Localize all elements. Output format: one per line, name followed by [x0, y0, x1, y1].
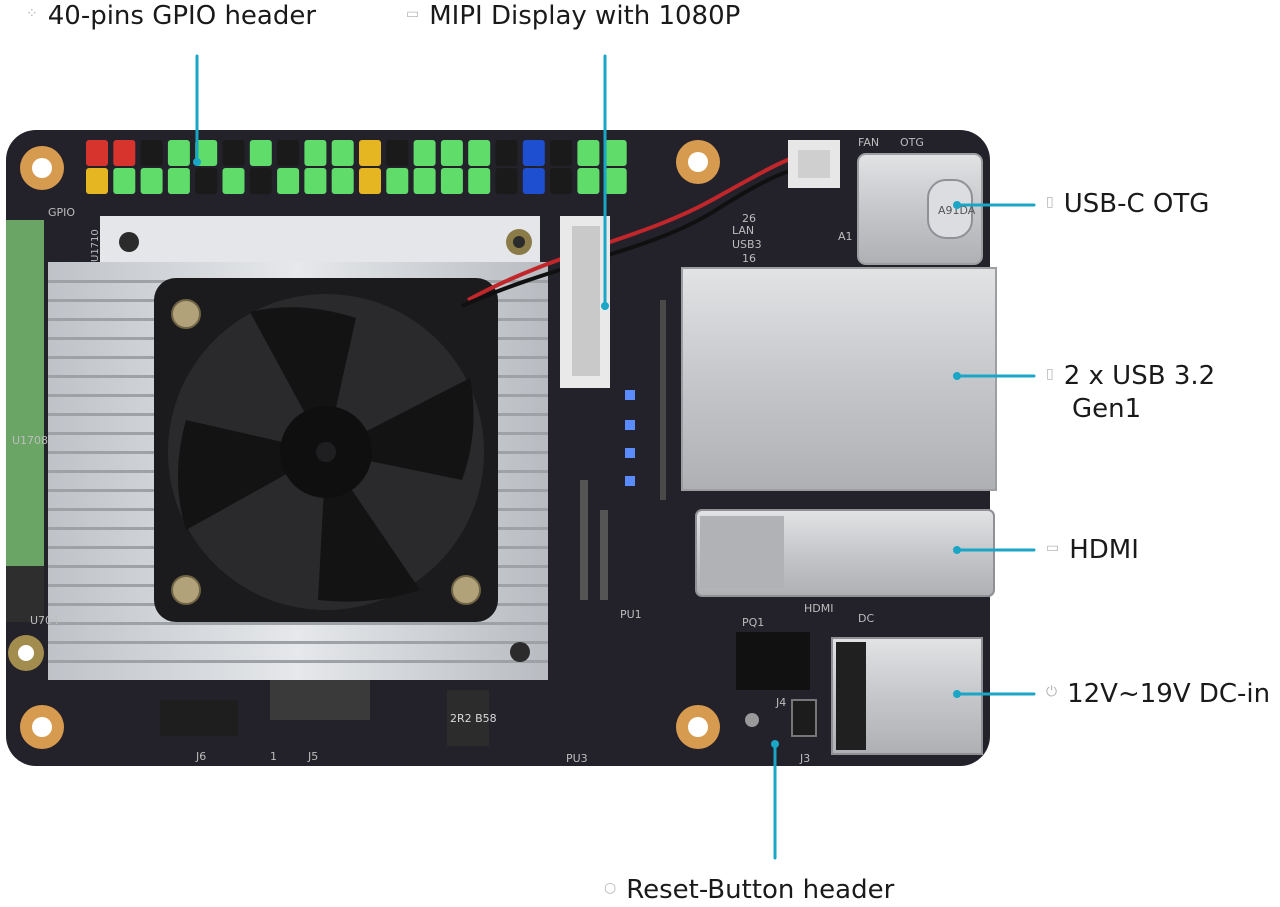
- reset-header-pins: [745, 699, 817, 737]
- label-reset: ○Reset-Button header: [604, 874, 894, 907]
- gpio-pin: [195, 168, 218, 194]
- silk-u704: U704: [30, 614, 59, 627]
- gpio-pin: [468, 140, 491, 166]
- label-gpio: ⁘40-pins GPIO header: [26, 0, 316, 33]
- gpio-pin: [522, 168, 545, 194]
- gpio-pin: [331, 140, 354, 166]
- silk-inductor: 2R2 B58: [450, 712, 497, 725]
- gpio-pin: [577, 168, 600, 194]
- gpio-pin: [167, 140, 190, 166]
- gpio-pin: [167, 168, 190, 194]
- label-usb32: ▯2 x USB 3.2 Gen1: [1046, 360, 1215, 425]
- gpio-pin: [440, 168, 463, 194]
- silk-usbc-mark: A91DA: [938, 204, 976, 217]
- gpio-pin-header: [86, 140, 627, 194]
- gpio-pin: [359, 140, 381, 166]
- monitor-icon: ▭: [1046, 539, 1060, 556]
- gpio-pin: [113, 168, 136, 194]
- gpio-pin: [304, 168, 327, 194]
- gpio-pin: [331, 168, 354, 194]
- gpio-pin: [522, 140, 545, 166]
- silk-pq1: PQ1: [742, 616, 764, 629]
- gpio-pin: [604, 168, 627, 194]
- label-dc: ⏻12V~19V DC-in: [1046, 678, 1270, 711]
- silk-pu3: PU3: [566, 752, 588, 765]
- silk-u1708: U1708: [12, 434, 48, 447]
- display-icon: ▭: [406, 5, 420, 22]
- silk-dc: DC: [858, 612, 874, 625]
- heatsink-fin: [48, 660, 548, 663]
- label-hdmi: ▭HDMI: [1046, 534, 1139, 567]
- gpio-pin: [249, 168, 272, 194]
- gpio-pin: [249, 140, 272, 166]
- gpio-pin: [222, 168, 245, 194]
- cooling-fan: [154, 278, 498, 622]
- gpio-pin: [577, 140, 600, 166]
- silk-fan: FAN: [858, 136, 879, 149]
- gpio-pin: [495, 140, 518, 166]
- gpio-pin: [304, 140, 327, 166]
- gpio-pin: [495, 168, 518, 194]
- silk-a1: A1: [838, 230, 853, 243]
- silk-j5: J5: [307, 750, 318, 763]
- gpio-pin: [386, 140, 409, 166]
- usb-icon: ▯: [1046, 193, 1054, 210]
- gpio-pin: [604, 140, 627, 166]
- silk-pu1: PU1: [620, 608, 642, 621]
- mounting-holes: [8, 140, 720, 749]
- gpio-pin: [550, 140, 573, 166]
- usb32-ports: [681, 267, 997, 491]
- gpio-pin: [440, 140, 463, 166]
- gpio-pin: [386, 168, 409, 194]
- gpio-pin: [222, 140, 245, 166]
- silk-j3: J3: [799, 752, 810, 765]
- silk-hdmi: HDMI: [804, 602, 833, 615]
- gpio-pin: [140, 140, 163, 166]
- power-plug-icon: ⏻: [1046, 683, 1058, 700]
- heatsink-fin: [48, 622, 548, 625]
- gpio-pin: [277, 168, 300, 194]
- silk-gpio: GPIO: [48, 206, 75, 219]
- gpio-pin: [550, 168, 573, 194]
- gpio-pin: [140, 168, 163, 194]
- gpio-pin: [113, 140, 136, 166]
- grid-dots-icon: ⁘: [26, 5, 38, 22]
- silk-one: 1: [270, 750, 277, 763]
- smd-components: [160, 300, 810, 746]
- silk-u1710: U1710: [90, 229, 101, 262]
- circle-icon: ○: [604, 879, 617, 896]
- gpio-pin: [86, 168, 108, 194]
- label-usbc: ▯USB-C OTG: [1046, 188, 1209, 221]
- gpio-pin: [413, 168, 436, 194]
- gpio-pin: [413, 140, 436, 166]
- antenna-module: [6, 220, 44, 622]
- gpio-pin: [86, 140, 108, 166]
- heatsink-fin: [48, 641, 548, 644]
- silk-otg: OTG: [900, 136, 924, 149]
- silk-j4: J4: [775, 696, 786, 709]
- silk-usb3: USB3: [732, 238, 762, 251]
- gpio-pin: [195, 140, 218, 166]
- silk-16: 16: [742, 252, 756, 265]
- silk-lan: LAN: [732, 224, 754, 237]
- silk-j6: J6: [195, 750, 206, 763]
- gpio-pin: [277, 140, 300, 166]
- label-mipi: ▭MIPI Display with 1080P: [406, 0, 740, 33]
- gpio-pin: [359, 168, 381, 194]
- usb-icon: ▯: [1046, 365, 1054, 382]
- silk-26: 26: [742, 212, 756, 225]
- gpio-pin: [468, 168, 491, 194]
